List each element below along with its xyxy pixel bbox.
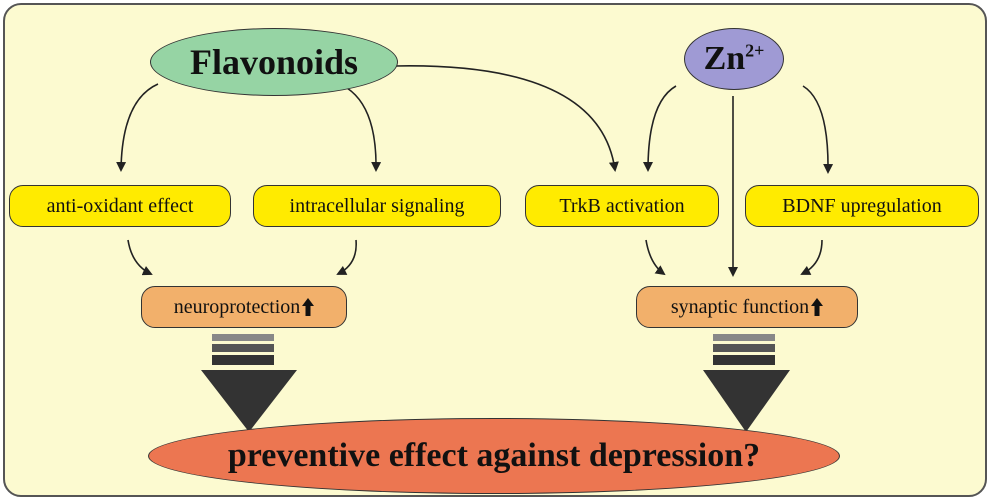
neuroprotection-node: neuroprotection [141, 286, 347, 328]
antioxidant-node: anti-oxidant effect [9, 185, 231, 227]
synaptic-node: synaptic function [636, 286, 858, 328]
bdnf-node: BDNF upregulation [745, 185, 979, 227]
signaling-label: intracellular signaling [289, 194, 465, 217]
arrow-flavonoids-to-antioxidant [116, 83, 159, 172]
arrow-trkb-to-synaptic [645, 239, 666, 276]
signaling-node: intracellular signaling [253, 185, 501, 227]
down-triangle-icon [703, 370, 790, 432]
up-arrow-icon [302, 298, 315, 316]
converge-arrow-left [201, 334, 297, 432]
antioxidant-label: anti-oxidant effect [46, 194, 194, 217]
converge-arrow-right [703, 334, 790, 432]
arrow-zinc-to-bdnf [802, 85, 834, 174]
arrow-signaling-to-neuroprotection [336, 239, 357, 275]
up-arrow-icon [811, 298, 824, 316]
flavonoids-label: Flavonoids [189, 42, 359, 82]
conclusion-label: preventive effect against depression? [227, 437, 761, 474]
arrow-flavonoids-to-trkb [394, 65, 619, 172]
zinc-label: Zn2+ [703, 40, 765, 77]
arrow-zinc-to-trkb [643, 85, 677, 172]
arrow-antioxidant-to-neuroprotection [127, 239, 153, 276]
neuroprotection-label: neuroprotection [173, 295, 301, 318]
flavonoids-node: Flavonoids [150, 28, 398, 96]
zinc-node: Zn2+ [684, 28, 784, 90]
down-triangle-icon [201, 370, 297, 432]
diagram-panel [3, 3, 987, 497]
synaptic-label: synaptic function [670, 295, 810, 318]
arrow-bdnf-to-synaptic [800, 239, 823, 275]
arrow-flavonoids-to-signaling [346, 87, 382, 172]
bdnf-label: BDNF upregulation [782, 194, 942, 217]
conclusion-node: preventive effect against depression? [148, 418, 840, 494]
trkb-label: TrkB activation [559, 194, 685, 217]
trkb-node: TrkB activation [525, 185, 719, 227]
